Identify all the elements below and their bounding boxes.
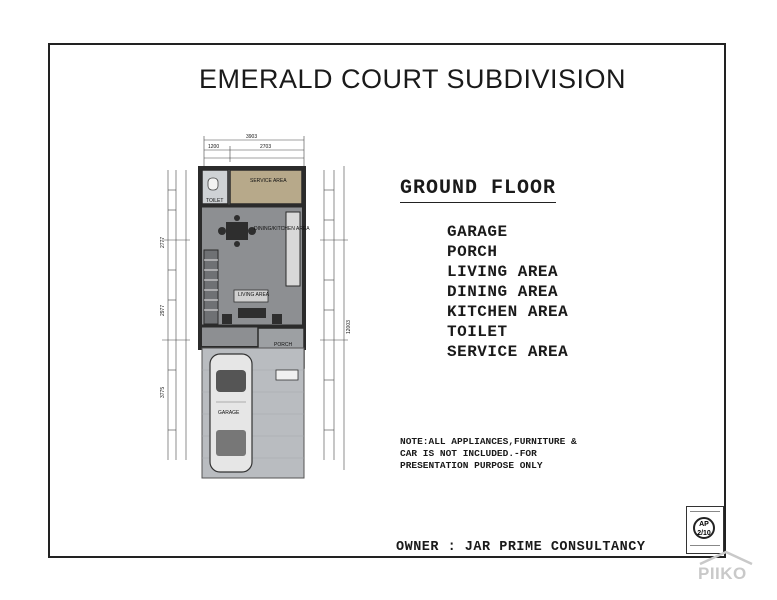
stamp-sheet: 2/10 <box>697 530 711 537</box>
porch-steps <box>275 369 299 381</box>
dim-top-right: 2703 <box>260 144 271 150</box>
stamp-code: AP <box>699 521 709 528</box>
drawing-sheet-border <box>48 43 726 558</box>
floor-plan: SERVICE AREA TOILET DINING/KITCHEN AREA … <box>160 134 352 479</box>
watermark-text: PIIKO <box>698 564 747 583</box>
note-line: PRESENTATION PURPOSE ONLY <box>400 460 543 471</box>
dim-left-2: 2977 <box>160 305 166 316</box>
service-area <box>229 169 303 205</box>
living-table <box>238 308 266 318</box>
toilet-fixture <box>207 177 219 191</box>
house-icon <box>699 550 753 566</box>
page-title: EMERALD COURT SUBDIVISION <box>198 64 627 94</box>
dimension-lines <box>162 136 348 470</box>
room-item: SERVICE AREA <box>447 343 569 361</box>
car-icon <box>209 353 253 473</box>
plan-label-garage: GARAGE <box>218 410 240 416</box>
room-item: GARAGE <box>447 223 508 241</box>
note-line: CAR IS NOT INCLUDED.-FOR <box>400 448 537 459</box>
dim-left-1: 2777 <box>160 237 166 248</box>
sheet-stamp: AP 2/10 <box>686 506 724 554</box>
room-item: PORCH <box>447 243 498 261</box>
plan-label-dining: DINING/KITCHEN AREA <box>254 226 310 232</box>
owner-credit: OWNER : JAR PRIME CONSULTANCY <box>396 540 646 555</box>
room-item: KITCHEN AREA <box>447 303 569 321</box>
stair <box>203 249 219 325</box>
dim-top-total: 3903 <box>246 134 257 140</box>
room-item: TOILET <box>447 323 508 341</box>
kitchen-counter <box>285 211 301 287</box>
watermark-logo: PIIKO <box>686 548 766 592</box>
dim-top-left: 1200 <box>208 144 219 150</box>
dining-table <box>226 222 248 240</box>
dim-right-total: 12003 <box>346 320 352 334</box>
dim-left-3: 3775 <box>160 387 166 398</box>
room-item: DINING AREA <box>447 283 559 301</box>
plan-label-service: SERVICE AREA <box>250 178 287 184</box>
sofa <box>233 289 269 303</box>
room-list: GARAGE PORCH LIVING AREA DINING AREA KIT… <box>447 222 568 362</box>
stamp-circle: AP 2/10 <box>693 517 715 539</box>
floor-heading: GROUND FLOOR <box>400 177 557 203</box>
note-line: NOTE:ALL APPLIANCES,FURNITURE & <box>400 436 577 447</box>
plan-label-toilet: TOILET <box>206 198 223 204</box>
dimension-ticks <box>168 189 334 431</box>
plan-label-porch: PORCH <box>274 342 292 348</box>
plan-label-living: LIVING AREA <box>238 292 270 298</box>
room-item: LIVING AREA <box>447 263 559 281</box>
presentation-note: NOTE:ALL APPLIANCES,FURNITURE & CAR IS N… <box>400 436 640 472</box>
